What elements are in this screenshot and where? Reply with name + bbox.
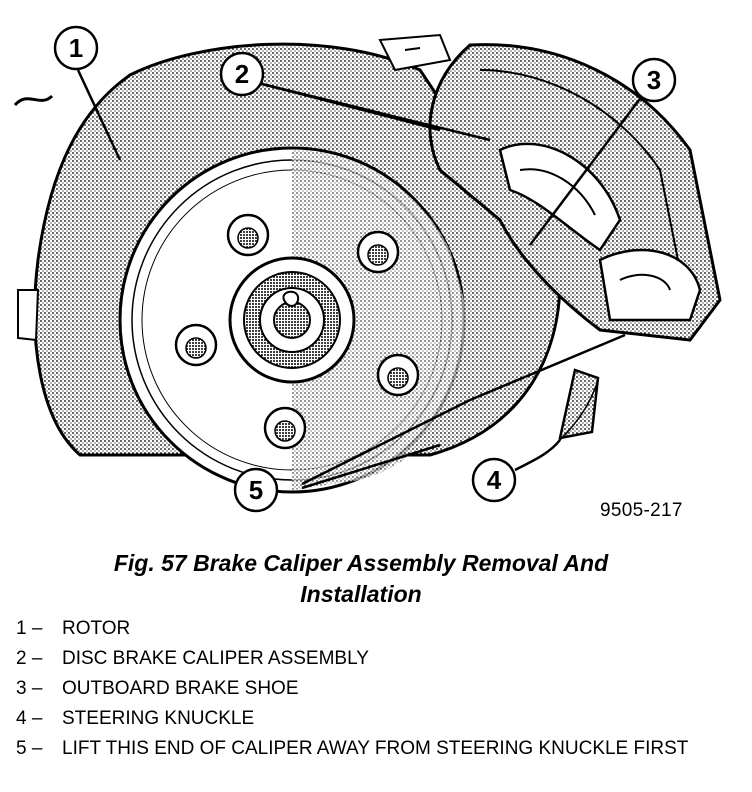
legend-text: OUTBOARD BRAKE SHOE [62,678,299,699]
callout-2: 2 [219,51,265,97]
legend-text: LIFT THIS END OF CALIPER AWAY FROM STEER… [62,738,689,759]
legend-number: 1 – [16,618,43,639]
callout-1-label: 1 [69,33,83,63]
caption-line-1: Fig. 57 Brake Caliper Assembly Removal A… [113,550,609,576]
callout-4-label: 4 [487,465,502,495]
caliper-assembly [378,33,722,342]
brake-caliper-illustration: 1 2 3 4 5 [13,25,722,513]
wheel-hub [118,146,470,494]
callout-2-label: 2 [235,59,249,89]
legend-item: 1 – ROTOR [16,614,736,644]
leader-lines [76,69,643,490]
callout-5: 5 [233,467,279,513]
steering-knuckle [558,368,600,441]
figure-code: 9505-217 [600,500,683,521]
callout-4: 4 [471,457,517,503]
legend-item: 5 – LIFT THIS END OF CALIPER AWAY FROM S… [16,734,736,764]
callout-5-label: 5 [249,475,263,505]
callout-3: 3 [631,57,677,103]
legend-text: STEERING KNUCKLE [62,708,255,729]
legend-text: ROTOR [62,618,131,639]
callout-1: 1 [53,25,99,71]
legend-list: 1 – ROTOR 2 – DISC BRAKE CALIPER ASSEMBL… [16,614,736,764]
legend-item: 3 – OUTBOARD BRAKE SHOE [16,674,736,704]
legend-text: DISC BRAKE CALIPER ASSEMBLY [62,648,369,669]
legend-number: 3 – [16,678,43,699]
figure-caption: Fig. 57 Brake Caliper Assembly Removal A… [0,548,722,610]
lug-studs [174,213,420,450]
callout-3-label: 3 [647,65,661,95]
legend-item: 4 – STEERING KNUCKLE [16,704,736,734]
legend-item: 2 – DISC BRAKE CALIPER ASSEMBLY [16,644,736,674]
legend-number: 2 – [16,648,43,669]
legend-number: 5 – [16,738,43,759]
caption-line-2: Installation [300,581,422,607]
legend-number: 4 – [16,708,43,729]
